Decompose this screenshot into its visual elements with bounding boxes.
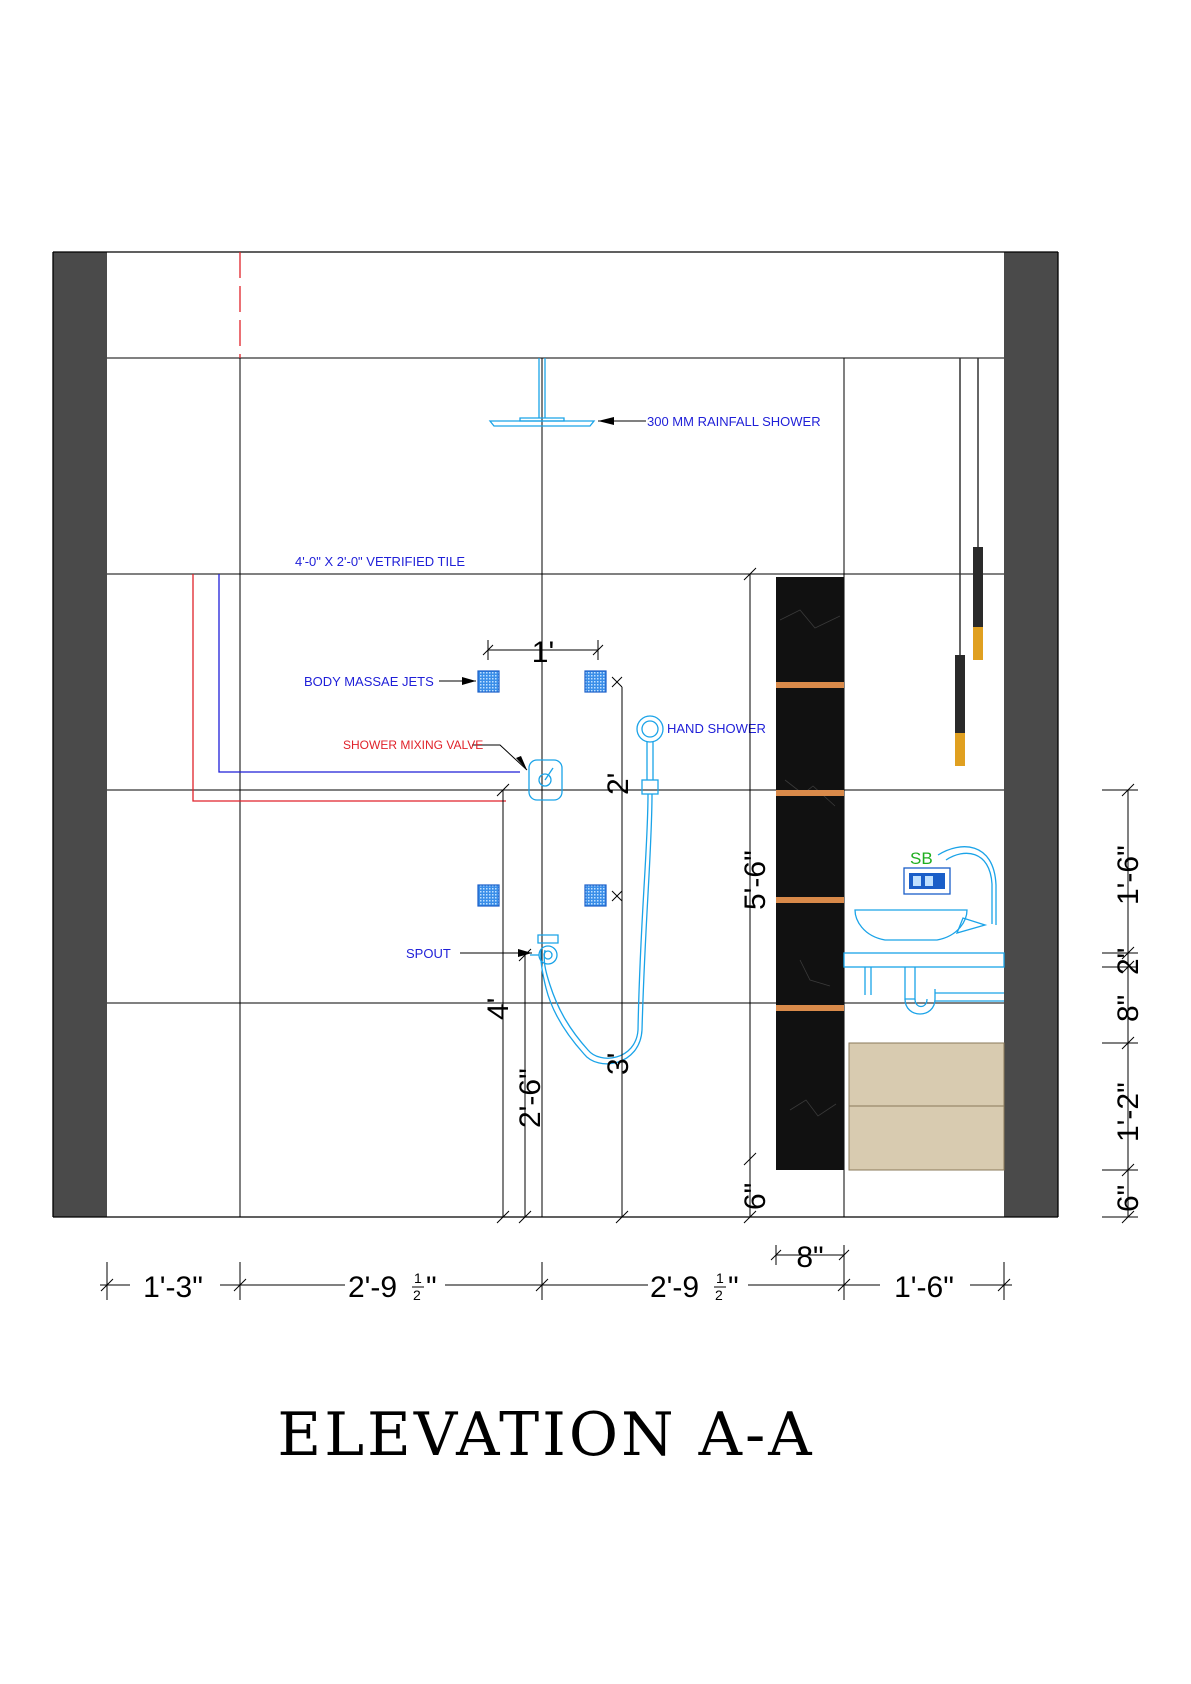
niche-shelf	[776, 897, 844, 903]
body-jet-icon	[477, 884, 500, 907]
spout-icon	[530, 934, 559, 965]
jet-spacing-text: 1'	[532, 636, 554, 669]
drawing-title: ELEVATION A-A	[277, 1400, 814, 1470]
right-dimension-chain	[1102, 783, 1138, 1224]
pendant-light-icon	[955, 358, 983, 766]
dim-text-mask	[880, 1268, 970, 1302]
mixing-valve-leader	[472, 744, 528, 771]
right-wall	[1004, 252, 1058, 1217]
room-outline	[52, 251, 1059, 1218]
jet-spacing-dimension	[482, 640, 604, 660]
bottom-dim-3-frac-den: 2	[715, 1287, 723, 1303]
niche-width-text: 8"	[796, 1241, 823, 1274]
niche-shelf	[776, 682, 844, 688]
right-dim-3-text: 8"	[1112, 995, 1145, 1022]
bottom-dim-3-text: 2'-9	[650, 1271, 699, 1304]
bottom-dim-2-text: 2'-9	[348, 1271, 397, 1304]
cold-water-pipe	[218, 574, 520, 773]
bottom-dim-3-unit: "	[728, 1271, 739, 1304]
niche-shelf	[776, 790, 844, 796]
niche-shelf	[776, 1005, 844, 1011]
rainfall-shower-icon	[488, 358, 596, 427]
mixer-height-text: 4'	[482, 998, 515, 1020]
bottom-dimension-chain	[100, 1245, 1012, 1300]
bottom-dim-3-frac-num: 1	[716, 1270, 724, 1286]
rainfall-shower-label: 300 MM RAINFALL SHOWER	[647, 414, 821, 429]
mixing-valve-label: SHOWER MIXING VALVE	[343, 738, 483, 752]
dim-text-mask	[130, 1268, 220, 1302]
dim-text-mask	[648, 1268, 748, 1302]
spout-label: SPOUT	[406, 946, 451, 961]
bottom-dim-1-text: 1'-3"	[143, 1271, 203, 1304]
tile-grid	[107, 357, 1004, 1217]
bottom-dim-3-group: 2'-9 1 2 "	[650, 1270, 739, 1304]
body-jets-leader	[439, 677, 476, 685]
hand-shower-icon	[540, 715, 664, 1065]
bottom-dim-2-frac-den: 2	[413, 1287, 421, 1303]
switch-board-label: SB	[910, 849, 933, 868]
bottom-dim-2-frac-num: 1	[414, 1270, 422, 1286]
left-wall	[53, 252, 107, 1217]
dim-text-mask	[345, 1268, 445, 1302]
hand-shower-height-text: 2'	[602, 773, 635, 795]
rainfall-shower-leader	[598, 417, 646, 425]
body-jet-icon	[584, 670, 607, 693]
right-dim-4-text: 1'-2"	[1112, 1082, 1145, 1142]
spout-leader	[460, 949, 532, 957]
bottom-dim-2-group: 2'-9 1 2 "	[348, 1270, 437, 1304]
right-dim-5-text: 6"	[1112, 1185, 1145, 1212]
tile-label: 4'-0" X 2'-0" VETRIFIED TILE	[295, 554, 465, 569]
right-dim-2-text: 2"	[1112, 948, 1145, 975]
right-dim-1-text: 1'-6"	[1112, 845, 1145, 905]
wash-basin-icon	[843, 846, 1005, 1015]
bottom-dim-4-text: 1'-6"	[894, 1271, 954, 1304]
spout-height-text: 2'-6"	[514, 1068, 547, 1128]
body-jets-label: BODY MASSAE JETS	[304, 674, 434, 689]
niche-bottom-text: 6"	[739, 1183, 772, 1210]
mixing-valve-icon	[528, 759, 563, 801]
switch-board-icon	[903, 867, 951, 895]
hot-water-pipe	[192, 574, 506, 802]
hand-shower-label: HAND SHOWER	[667, 721, 766, 736]
black-marble-niche	[776, 577, 844, 1170]
shower-vertical-dimensions	[496, 567, 757, 1224]
bottom-dim-2-unit: "	[426, 1271, 437, 1304]
jet-markers	[611, 676, 623, 902]
body-jet-icon	[584, 884, 607, 907]
body-jet-icon	[477, 670, 500, 693]
niche-height-text: 5'-6"	[739, 850, 772, 910]
jet-vertical-text: 3'	[602, 1053, 635, 1075]
